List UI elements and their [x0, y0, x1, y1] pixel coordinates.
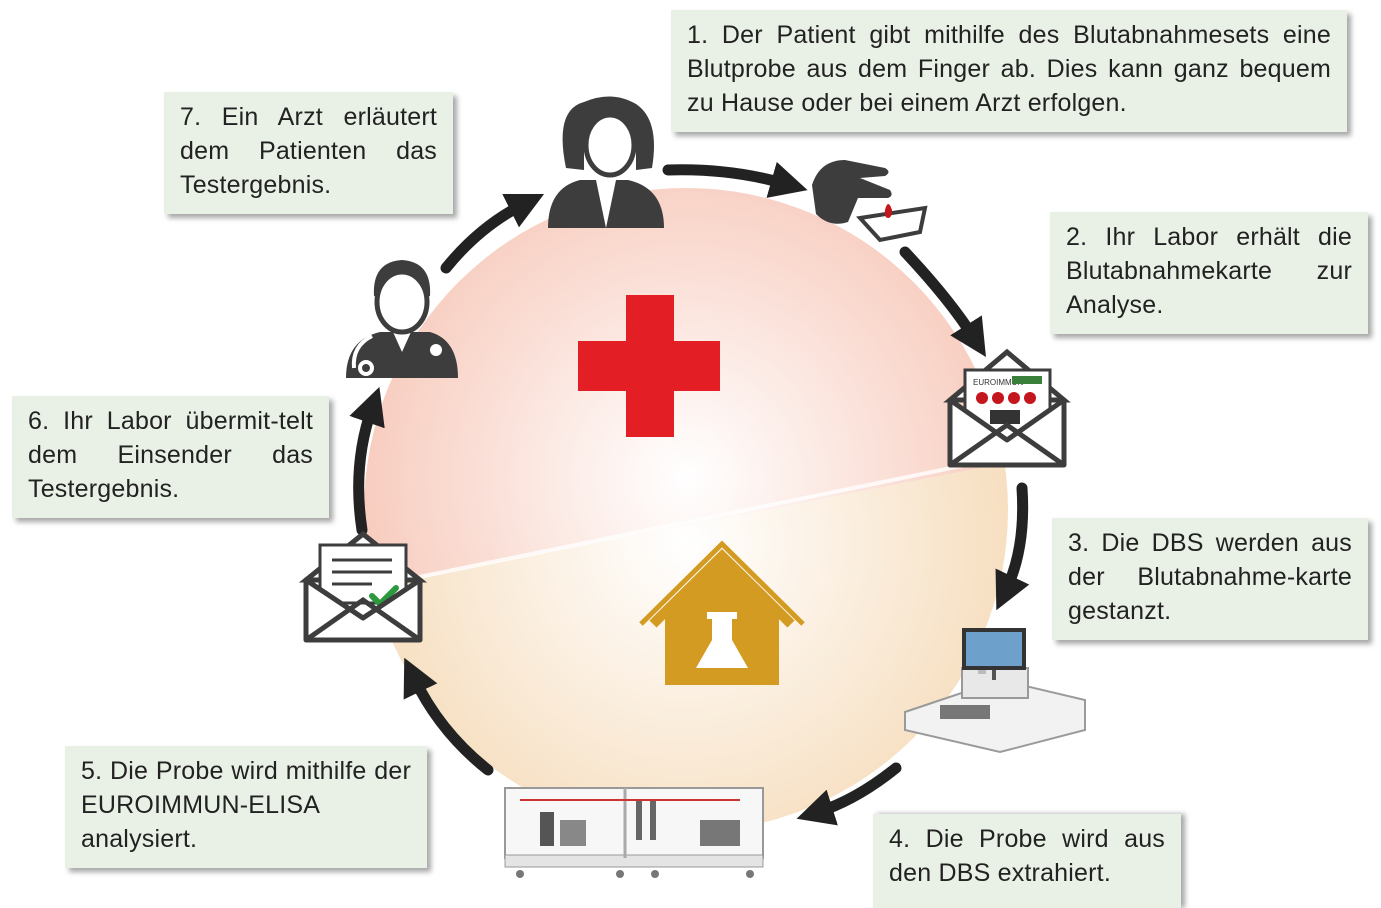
- cycle-arrows: [349, 161, 1030, 826]
- step-3-box: 3. Die DBS werden aus der Blutabnahme-ka…: [1052, 518, 1368, 640]
- arrow-4-to-5: [403, 657, 494, 776]
- step-1-box: 1. Der Patient gibt mithilfe des Blutabn…: [671, 10, 1347, 132]
- card-brand-label: EUROIMMUN: [973, 378, 1023, 387]
- step-6-box: 6. Ihr Labor übermit-telt dem Einsender …: [12, 396, 329, 518]
- punch-device-icon: [904, 628, 1086, 754]
- arrow-7-to-1: [662, 161, 808, 198]
- arrow-2-to-3: [995, 482, 1030, 611]
- arrow-5-to-6: [349, 386, 385, 536]
- arrow-1-to-2: [899, 246, 986, 357]
- red-cross-icon: [578, 295, 720, 437]
- step-2-box: 2. Ihr Labor erhält die Blutabnahmekarte…: [1050, 212, 1368, 334]
- lab-house-icon: [639, 540, 805, 685]
- step-7-box: 7. Ein Arzt erläutert dem Patienten das …: [164, 92, 453, 214]
- finger-blood-icon: [812, 160, 928, 243]
- step-4-box: 4. Die Probe wird aus den DBS extrahiert…: [873, 814, 1181, 908]
- envelope-card-icon: EUROIMMUN: [943, 348, 1071, 468]
- elisa-analyzer-icon: [504, 787, 764, 878]
- step-5-box: 5. Die Probe wird mithilfe der EUROIMMUN…: [65, 746, 427, 868]
- result-envelope-icon: [298, 530, 428, 643]
- arrow-3-to-4: [796, 762, 902, 826]
- cycle-circle: [364, 188, 1008, 832]
- patient-icon: [548, 96, 664, 228]
- doctor-icon: [346, 260, 458, 378]
- arrow-6-to-7: [440, 193, 545, 274]
